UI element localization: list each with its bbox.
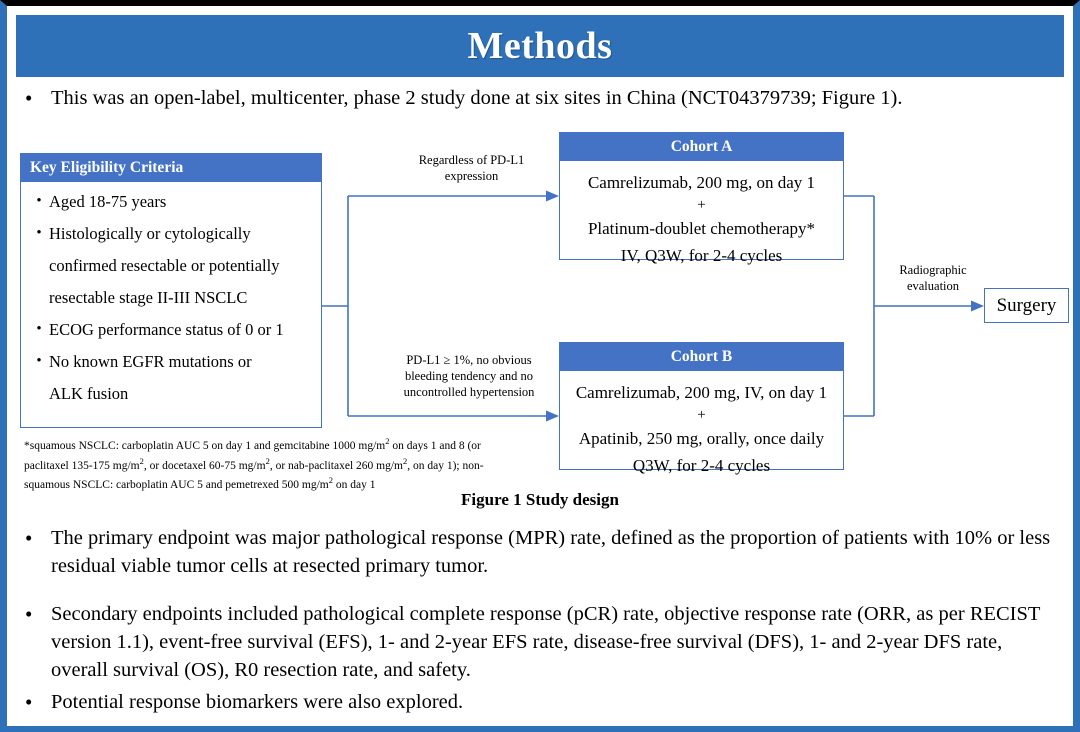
list-item-continuation: resectable stage II-III NSCLC <box>29 282 313 313</box>
cohort-b-line-1: Camrelizumab, 200 mg, IV, on day 1 <box>575 383 828 402</box>
bullet-marker-icon: • <box>25 526 33 550</box>
footnote-line: paclitaxel 135-175 mg/m2, or docetaxel 6… <box>24 454 556 474</box>
cohort-a-box: Cohort A Camrelizumab, 200 mg, on day 1 … <box>559 132 844 265</box>
cohort-a-line-1: Camrelizumab, 200 mg, on day 1 <box>587 173 816 192</box>
line: with 10% or less residual viable tumor c… <box>51 527 1051 577</box>
secondary-endpoints-bullet: • Secondary endpoints included pathologi… <box>25 600 1060 684</box>
list-item-label: No known EGFR mutations or <box>49 352 252 371</box>
cohort-b-plus-symbol: + <box>697 407 706 423</box>
footnote-line-3: squamous NSCLC: carboplatin AUC 5 and pe… <box>24 475 376 492</box>
study-design-figure: Key Eligibility Criteria • Aged 18-75 ye… <box>16 124 1072 504</box>
footnote-line: squamous NSCLC: carboplatin AUC 5 and pe… <box>24 474 556 494</box>
cohort-b-box: Cohort B Camrelizumab, 200 mg, IV, on da… <box>559 342 844 475</box>
bullet-marker-icon: • <box>36 193 42 209</box>
list-item-label: resectable stage II-III NSCLC <box>49 288 248 307</box>
eligibility-list: • Aged 18-75 years • Histologically or c… <box>21 182 321 416</box>
list-item-label: Histologically or cytologically <box>49 224 251 243</box>
footnote-line: *squamous NSCLC: carboplatin AUC 5 on da… <box>24 434 556 454</box>
primary-endpoint-bullet: • The primary endpoint was major patholo… <box>25 524 1060 580</box>
surgery-box: Surgery <box>984 288 1069 323</box>
biomarkers-bullet: • Potential response biomarkers were als… <box>25 688 1060 716</box>
primary-endpoint-text: The primary endpoint was major pathologi… <box>51 524 1060 580</box>
cohort-a-line-2: Platinum-doublet chemotherapy* <box>587 219 816 238</box>
edge-label-pdl1-criteria: PD-L1 ≥ 1%, no obvious bleeding tendency… <box>403 353 535 399</box>
list-item: • No known EGFR mutations or <box>29 346 313 377</box>
line: and 2-year DFS rate, overall survival (O… <box>51 631 1003 681</box>
list-item-label: confirmed resectable or potentially <box>49 256 280 275</box>
list-item-continuation: ALK fusion <box>29 378 313 409</box>
figure-footnote: *squamous NSCLC: carboplatin AUC 5 on da… <box>24 434 556 493</box>
bullet-marker-icon: • <box>36 225 42 241</box>
cohort-a-body: Camrelizumab, 200 mg, on day 1 + Platinu… <box>560 161 843 275</box>
eligibility-header: Key Eligibility Criteria <box>21 154 321 182</box>
cohort-a-line-3: IV, Q3W, for 2-4 cycles <box>620 246 783 265</box>
figure-caption: Figure 1 Study design <box>461 490 619 509</box>
list-item-label: Aged 18-75 years <box>49 192 167 211</box>
page-title: Methods <box>467 25 613 67</box>
edge-label-regardless-pdl1: Regardless of PD-L1 expression <box>418 153 525 183</box>
secondary-endpoints-text: Secondary endpoints included pathologica… <box>51 600 1060 684</box>
list-item: • ECOG performance status of 0 or 1 <box>29 314 313 345</box>
edge-label-radiographic-evaluation: Radiographic evaluation <box>899 263 967 293</box>
intro-bullet: • This was an open-label, multicenter, p… <box>25 84 1060 112</box>
cohort-b-header: Cohort B <box>560 343 843 371</box>
list-item-label: ECOG performance status of 0 or 1 <box>49 320 284 339</box>
bullet-marker-icon: • <box>25 690 33 714</box>
slide-title-bar: Methods <box>16 15 1064 77</box>
cohort-b-line-3: Q3W, for 2-4 cycles <box>632 456 771 475</box>
eligibility-criteria-box: Key Eligibility Criteria • Aged 18-75 ye… <box>20 153 322 428</box>
list-item-continuation: confirmed resectable or potentially <box>29 250 313 281</box>
bullet-marker-icon: • <box>25 602 33 626</box>
footnote-line-1: *squamous NSCLC: carboplatin AUC 5 on da… <box>24 436 481 452</box>
list-item-label: ALK fusion <box>49 384 129 403</box>
line: Secondary endpoints included pathologica… <box>51 603 934 625</box>
list-item: • Histologically or cytologically <box>29 218 313 249</box>
intro-bullet-text: This was an open-label, multicenter, pha… <box>51 87 903 109</box>
bullet-marker-icon: • <box>25 86 33 110</box>
list-item: • Aged 18-75 years <box>29 186 313 217</box>
biomarkers-text: Potential response biomarkers were also … <box>51 691 464 713</box>
footnote-line-2: paclitaxel 135-175 mg/m2, or docetaxel 6… <box>24 455 484 472</box>
cohort-b-body: Camrelizumab, 200 mg, IV, on day 1 + Apa… <box>560 371 843 485</box>
cohort-a-plus-symbol: + <box>697 197 706 213</box>
bullet-marker-icon: • <box>36 353 42 369</box>
line: The primary endpoint was major pathologi… <box>51 527 908 549</box>
bullet-marker-icon: • <box>36 321 42 337</box>
cohort-b-line-2: Apatinib, 250 mg, orally, once daily <box>578 429 825 448</box>
line: per RECIST version 1.1), event-free surv… <box>51 603 1041 653</box>
cohort-a-header: Cohort A <box>560 133 843 161</box>
surgery-label: Surgery <box>996 294 1057 316</box>
